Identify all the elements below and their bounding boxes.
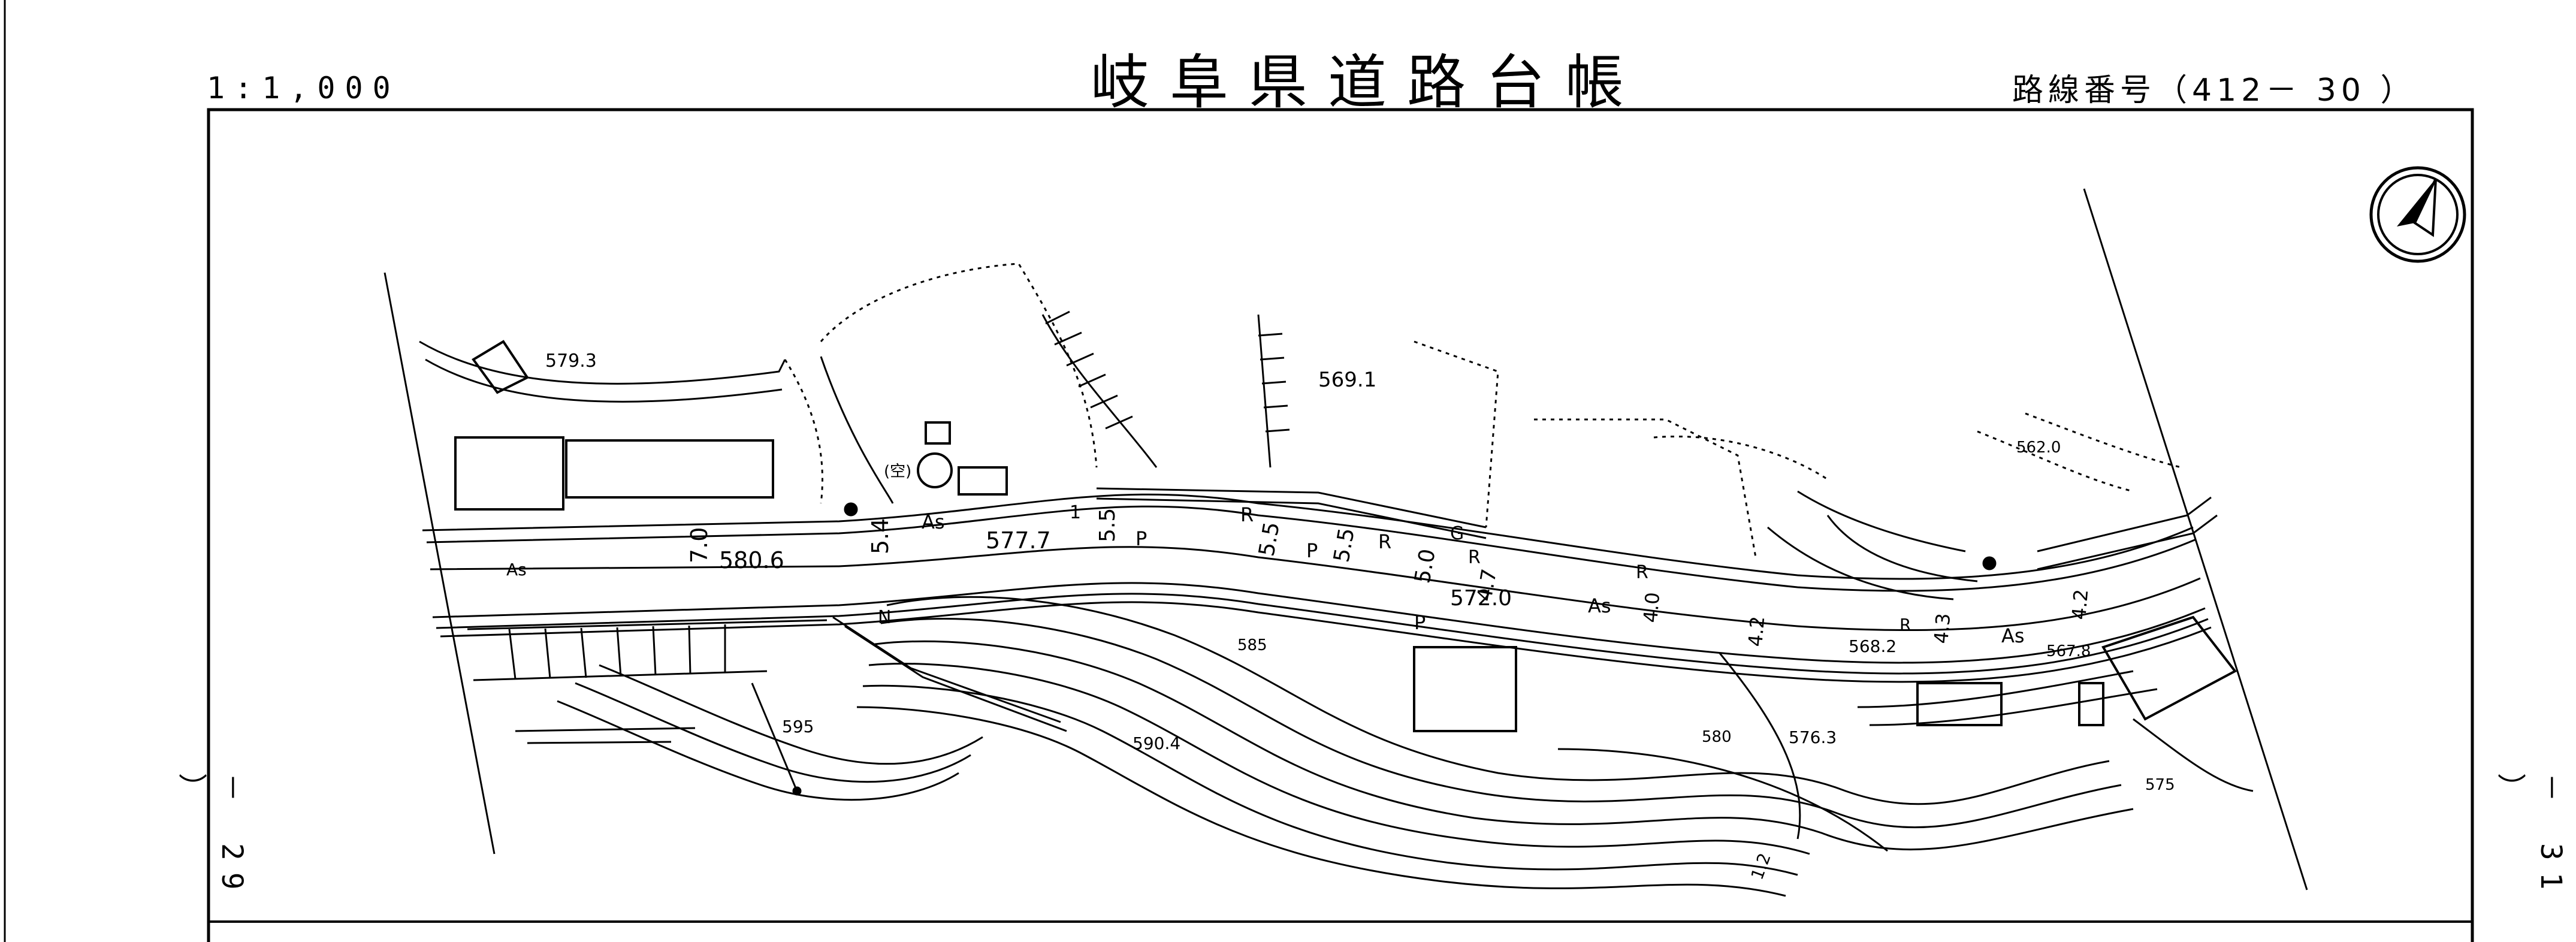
surface-code: R: [1468, 547, 1481, 568]
surface-code: R: [1636, 562, 1648, 583]
elevation-label: 590.4: [1133, 733, 1180, 753]
elevation-label: 595: [782, 717, 814, 736]
contour-lines: [557, 596, 2254, 897]
elevation-label: 567.8: [2046, 642, 2091, 660]
road-edges: [422, 493, 2212, 683]
other-labels: (空) 1: [884, 463, 1081, 523]
elevation-label: 576.3: [1789, 727, 1837, 747]
width-label: 1.2: [1747, 850, 1775, 882]
route-number: 路線番号（412－ 30 ）: [2012, 73, 2417, 108]
surface-code: R: [1378, 530, 1391, 553]
marker-label: 1: [1070, 502, 1081, 523]
surface-code: P: [1414, 611, 1426, 634]
elevation-labels: 579.3 569.1 562.0 580.6 577.7 572.0 568.…: [545, 351, 2175, 794]
width-label: 5.4: [867, 518, 893, 554]
width-label: 7.0: [686, 527, 712, 563]
vacant-lot-label: (空): [884, 463, 911, 481]
surface-code: P: [1306, 539, 1318, 562]
width-label: 4.3: [1929, 612, 1955, 645]
adjacent-sheet-right[interactable]: － 31 ）: [2492, 773, 2568, 902]
map-frame: [207, 108, 2474, 942]
surface-code: N: [878, 607, 891, 628]
width-label: 5.5: [1254, 520, 1284, 558]
elevation-label: 580: [1702, 728, 1732, 746]
width-label: 5.5: [1095, 508, 1120, 542]
surface-code: R: [1899, 615, 1911, 635]
elevation-label: 572.0: [1450, 586, 1512, 611]
north-arrow-icon: [2369, 166, 2466, 263]
width-label: 4.0: [1639, 591, 1664, 624]
surface-code: As: [1588, 594, 1611, 617]
lot-boundaries: [784, 262, 2182, 558]
elevation-label: 575: [2145, 776, 2175, 794]
surface-codes: As As As As P P P R R R R R G N: [506, 503, 2025, 647]
width-label: 4.2: [2067, 588, 2092, 621]
width-label: 5.0: [1410, 547, 1440, 585]
adjacent-sheet-left[interactable]: － 29 ）: [173, 773, 249, 902]
surface-code: As: [2001, 624, 2025, 647]
elevation-label: 585: [1237, 636, 1267, 654]
map-title: 岐阜県道路台帳: [1091, 49, 1645, 117]
slope-hatching-southwest: [467, 619, 828, 744]
elevation-label: 580.6: [719, 547, 784, 573]
surface-code: As: [922, 511, 945, 533]
width-labels: 7.0 5.4 5.5 5.5 5.5 5.0 4.7 4.0 4.2 4.3 …: [686, 508, 2092, 883]
roadside-wall-north: [1096, 487, 1487, 539]
misc-features: [419, 340, 2218, 840]
slope-hatching-north: [1041, 310, 1290, 468]
elevation-label: 577.7: [986, 527, 1051, 554]
surface-code: P: [1136, 527, 1147, 550]
surface-code: As: [506, 560, 527, 579]
elevation-label: 569.1: [1318, 368, 1376, 392]
elevation-label: 579.3: [545, 351, 597, 372]
width-label: 4.7: [1472, 567, 1502, 603]
surface-code: R: [1240, 503, 1254, 526]
width-label: 4.2: [1744, 615, 1769, 648]
elevation-label: 562.0: [2016, 439, 2061, 457]
buildings: [454, 340, 2237, 732]
width-label: 5.5: [1329, 526, 1359, 564]
surface-code: G: [1450, 523, 1464, 544]
elevation-label: 568.2: [1849, 636, 1896, 656]
scale-label: 1:1,000: [207, 71, 400, 105]
